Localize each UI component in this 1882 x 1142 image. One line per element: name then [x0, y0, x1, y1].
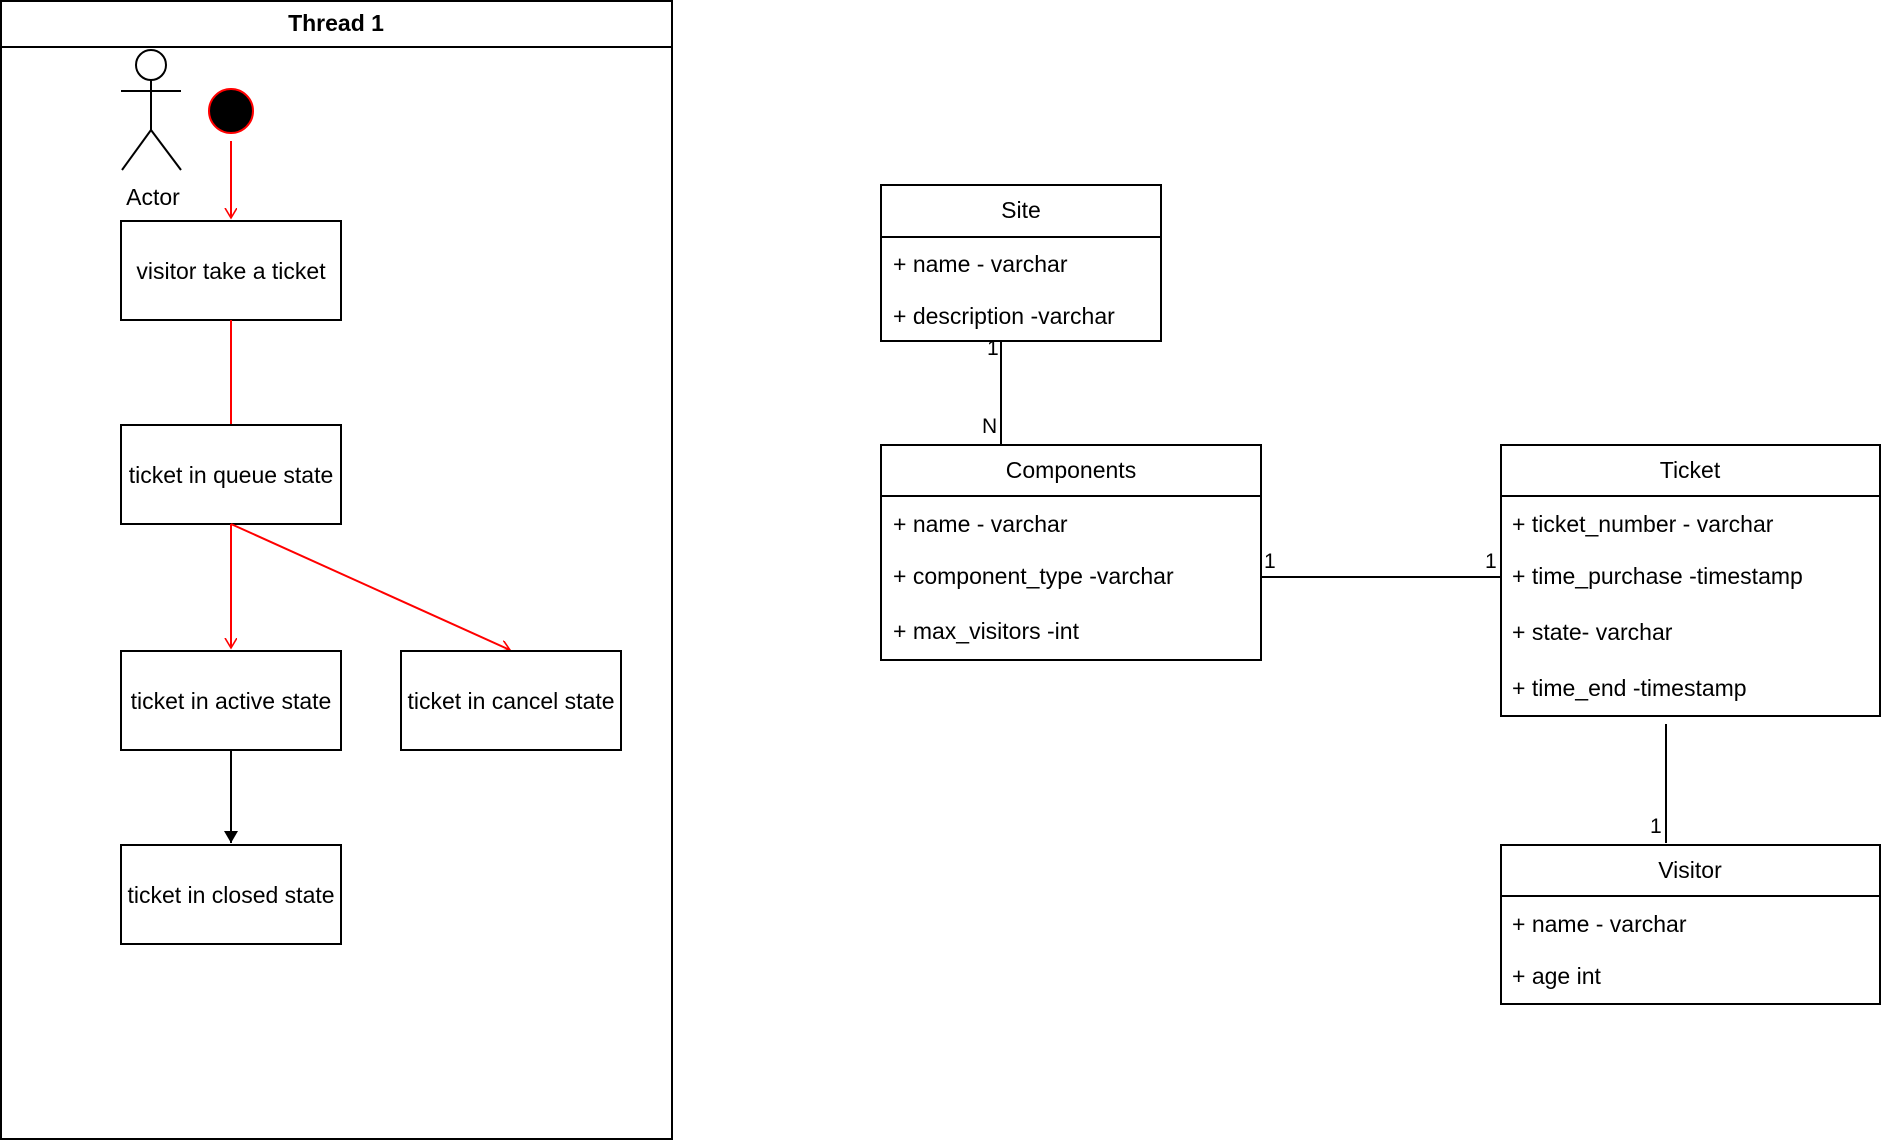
entity-components-attr: + max_visitors -int [893, 618, 1080, 644]
entity-ticket-title: Ticket [1660, 457, 1721, 483]
multiplicity-label: N [982, 415, 997, 438]
state-take-ticket-label: visitor take a ticket [136, 258, 326, 284]
entity-visitor: Visitor + name - varchar + age int [1500, 844, 1881, 1005]
entity-site-attr: + name - varchar [893, 251, 1068, 277]
state-cancel-label: ticket in cancel state [407, 688, 614, 714]
state-queue-label: ticket in queue state [129, 462, 334, 488]
entity-ticket-attr: + ticket_number - varchar [1512, 511, 1774, 537]
state-cancel: ticket in cancel state [400, 650, 622, 751]
multiplicity-label: 1 [1650, 815, 1662, 838]
state-active-label: ticket in active state [131, 688, 332, 714]
initial-node-icon [208, 88, 254, 134]
multiplicity-label: 1 [1485, 550, 1497, 573]
multiplicity-label: 1 [987, 337, 999, 360]
entity-components-attr: + name - varchar [893, 511, 1068, 537]
multiplicity-label: 1 [1264, 550, 1276, 573]
entity-site-attr: + description -varchar [893, 303, 1115, 329]
state-active: ticket in active state [120, 650, 342, 751]
entity-ticket: Ticket + ticket_number - varchar + time_… [1500, 444, 1881, 717]
actor-label: Actor [126, 184, 180, 210]
entity-ticket-attr: + state- varchar [1512, 619, 1673, 645]
entity-ticket-attr: + time_purchase -timestamp [1512, 563, 1803, 589]
entity-visitor-attr: + name - varchar [1512, 911, 1687, 937]
entity-site-title: Site [1001, 197, 1041, 223]
state-queue: ticket in queue state [120, 424, 342, 525]
state-take-ticket: visitor take a ticket [120, 220, 342, 321]
entity-ticket-attr: + time_end -timestamp [1512, 675, 1747, 701]
swimlane-title: Thread 1 [288, 10, 384, 36]
entity-visitor-attr: + age int [1512, 963, 1601, 989]
entity-components: Components + name - varchar + component_… [880, 444, 1262, 661]
state-closed: ticket in closed state [120, 844, 342, 945]
state-closed-label: ticket in closed state [127, 882, 334, 908]
swimlane: Thread 1 [0, 0, 673, 1140]
actor-icon [121, 49, 182, 171]
entity-components-title: Components [1006, 457, 1136, 483]
entity-site: Site + name - varchar + description -var… [880, 184, 1162, 342]
queue-to-cancel-arrow [230, 523, 510, 650]
entity-components-attr: + component_type -varchar [893, 563, 1174, 589]
entity-visitor-title: Visitor [1658, 857, 1722, 883]
